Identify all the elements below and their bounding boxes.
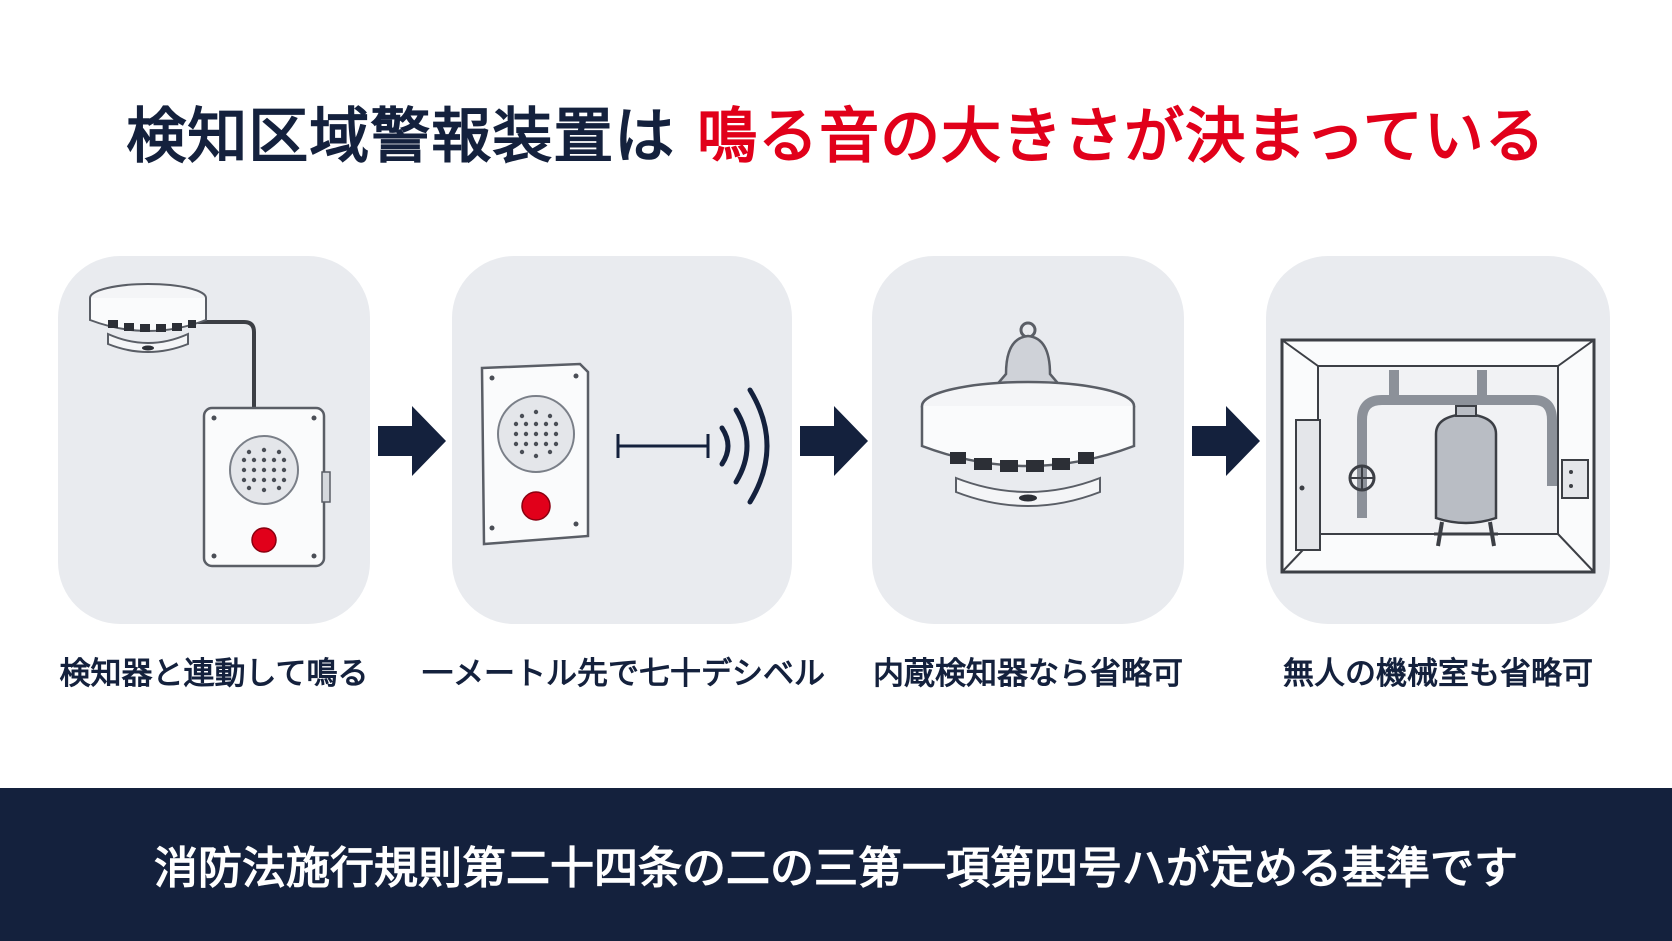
- machine-room-icon: [1280, 338, 1596, 574]
- step-panel-4: [1266, 256, 1610, 624]
- alarm-sound-distance-icon: [480, 362, 770, 546]
- step-panel-1: [58, 256, 370, 624]
- title-part-2: 鳴る音の大きさが決まっている: [697, 102, 1546, 172]
- step-panel-2: [452, 256, 792, 624]
- arrow-icon: [800, 406, 868, 480]
- page-title: 検知区域警報装置は 鳴る音の大きさが決まっている: [0, 88, 1672, 175]
- footer-text: 消防法施行規則第二十四条の二の三第一項第四号ハが定める基準です: [154, 843, 1518, 894]
- footer-banner: 消防法施行規則第二十四条の二の三第一項第四号ハが定める基準です: [0, 788, 1672, 941]
- step-caption-4: 無人の機械室も省略可: [1283, 656, 1593, 692]
- detector-linked-alarm-icon: [89, 283, 331, 568]
- step-caption-2: 一メートル先で七十デシベル: [422, 656, 825, 692]
- title-part-1: 検知区域警報装置は: [126, 102, 676, 172]
- step-caption-3: 内蔵検知器なら省略可: [873, 656, 1183, 692]
- step-caption-1: 検知器と連動して鳴る: [59, 656, 369, 692]
- arrow-icon: [1192, 406, 1260, 480]
- step-panel-3: [872, 256, 1184, 624]
- arrow-icon: [378, 406, 446, 480]
- detector-with-bell-icon: [920, 321, 1136, 507]
